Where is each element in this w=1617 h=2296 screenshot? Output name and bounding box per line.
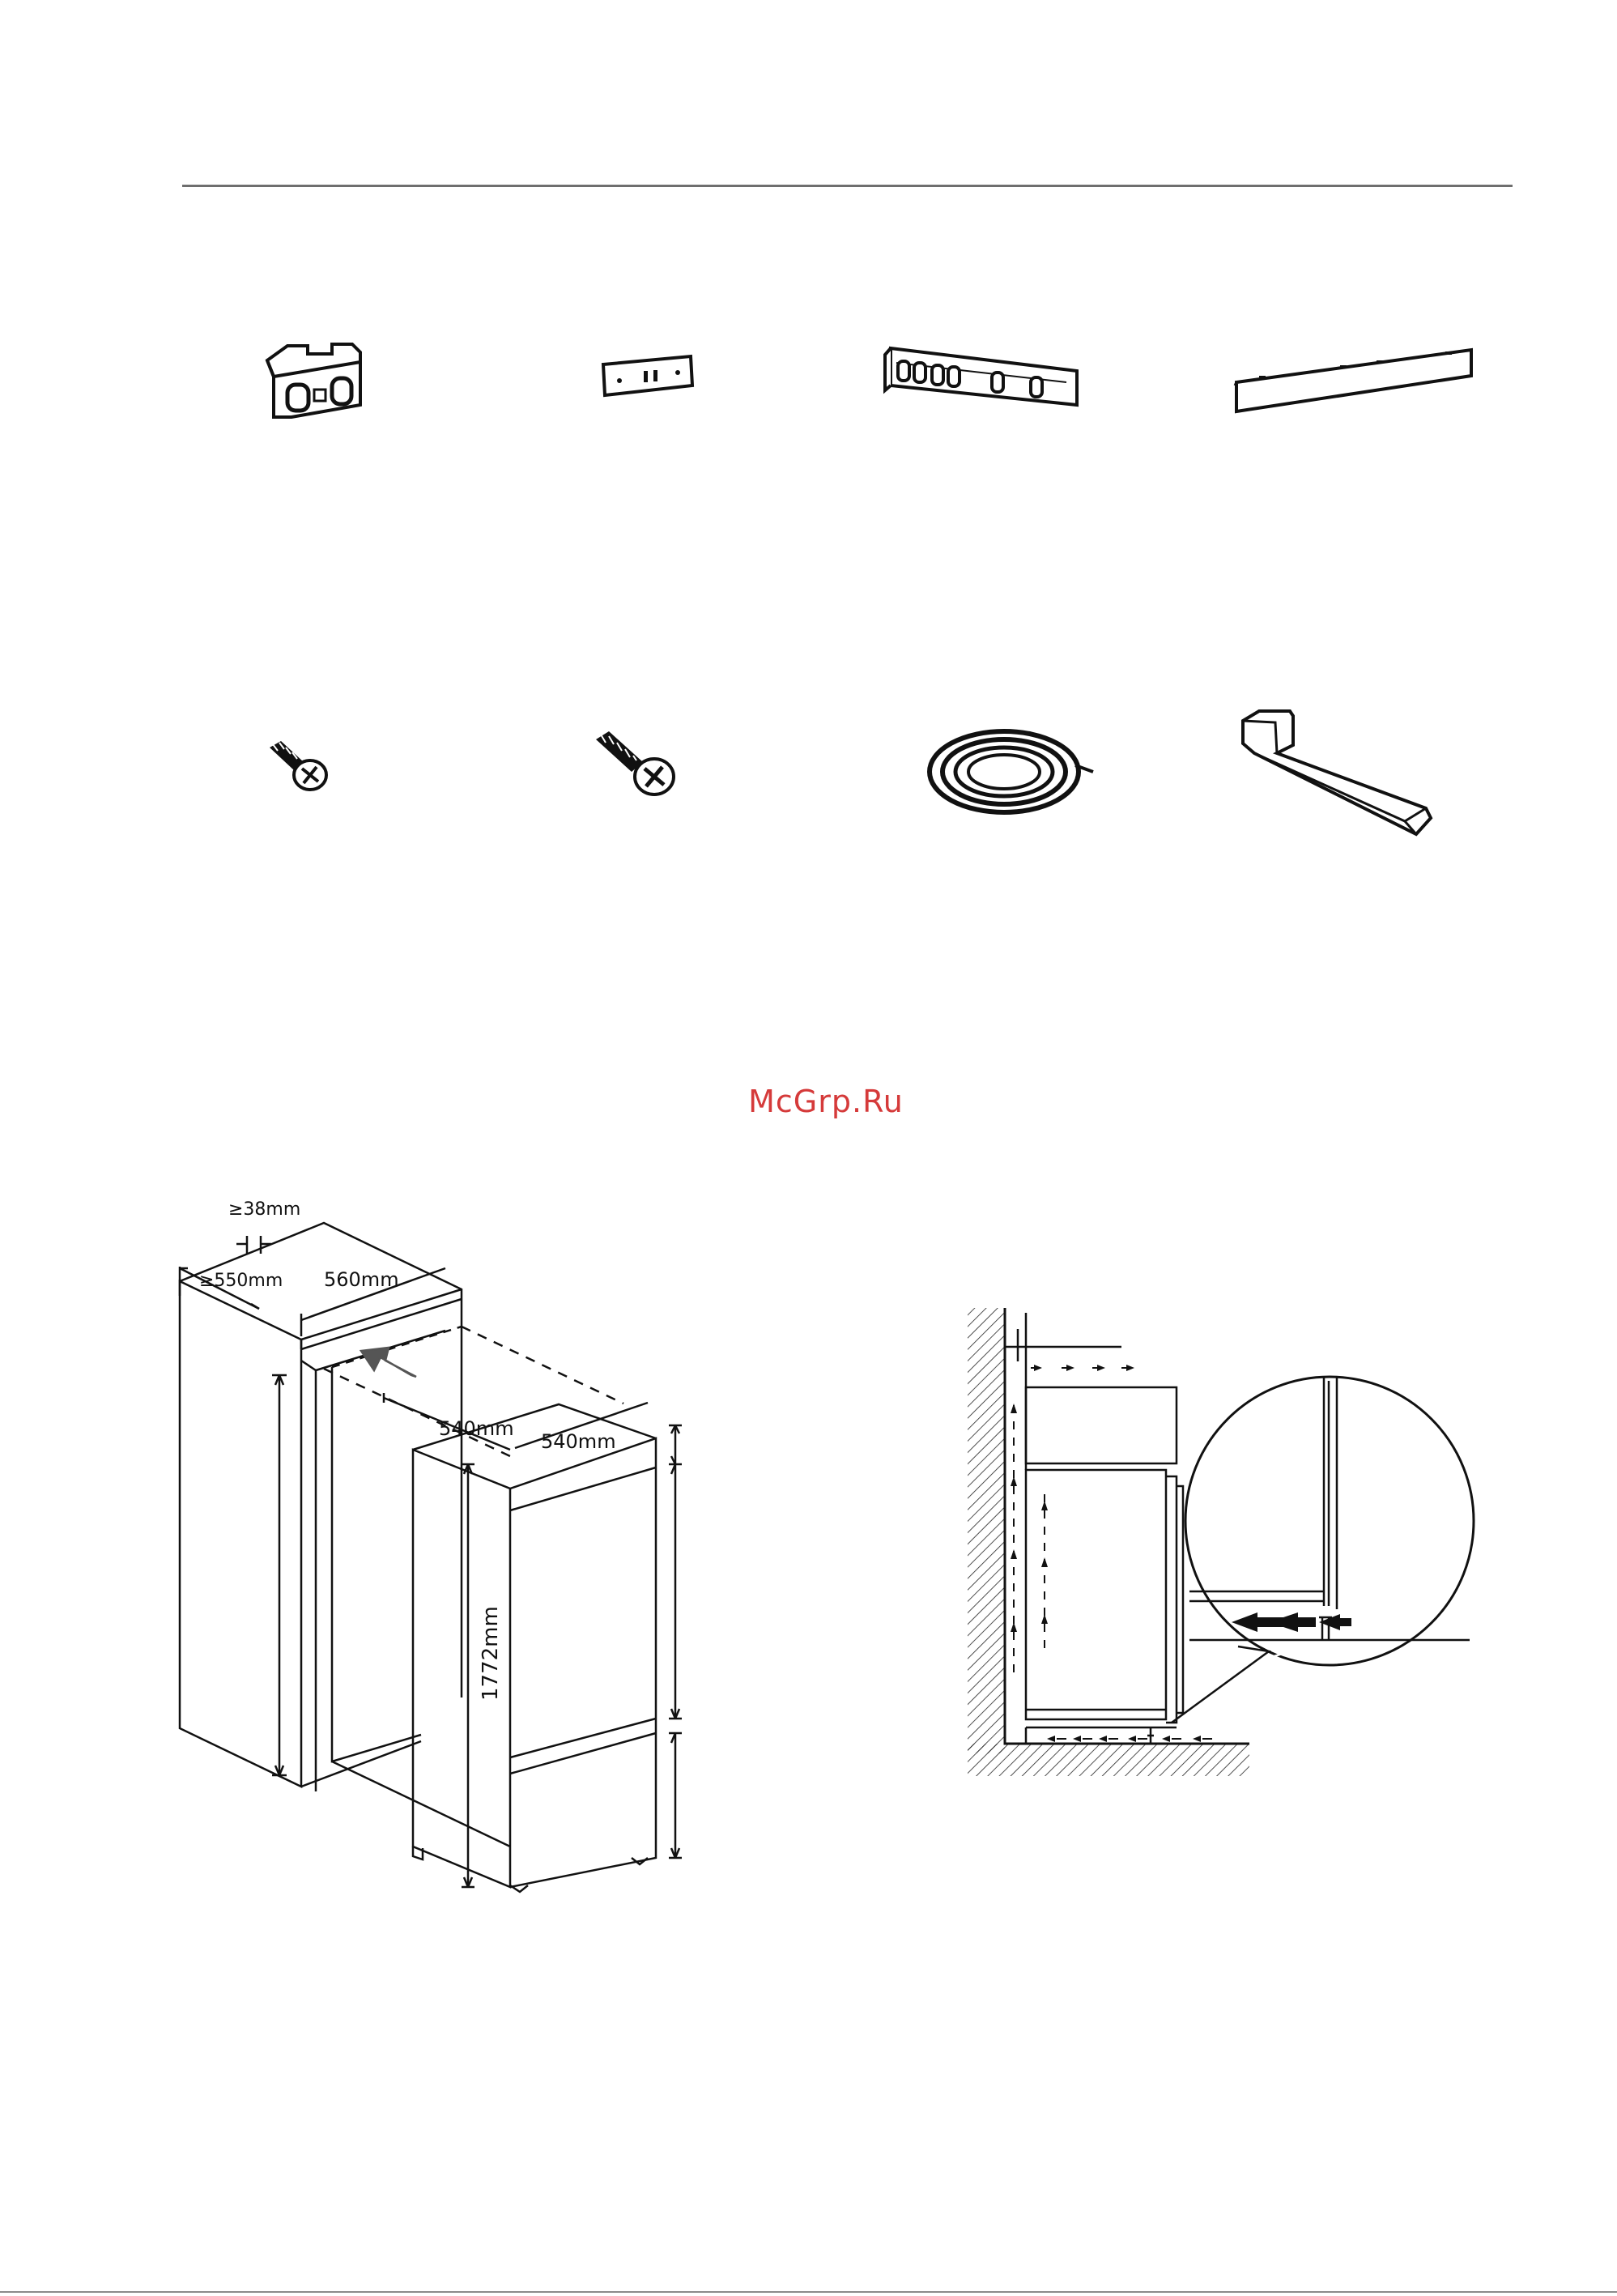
ventilation-airflow-diagram [960, 1300, 1494, 1790]
short-screw-icon [263, 733, 336, 794]
niche-depth-label: ≥550mm [199, 1271, 283, 1291]
long-screw-icon [589, 725, 683, 802]
unit-height-label: 1772mm [479, 1606, 503, 1701]
long-strip-icon [1227, 340, 1478, 421]
niche-width-label: 560mm [324, 1268, 399, 1291]
unit-width-label: 540mm [541, 1430, 616, 1453]
bottom-divider [0, 2291, 1617, 2293]
niche-installation-diagram: ≥38mm ≥550mm 560mm 540mm 540mm 1772mm [170, 1191, 721, 1903]
sealing-tape-roll-icon [923, 725, 1097, 818]
angle-bracket-icon [1219, 705, 1437, 838]
small-plate-icon [595, 348, 700, 409]
top-divider [182, 185, 1513, 187]
slotted-rail-icon [879, 339, 1081, 420]
watermark-text: McGrp.Ru [729, 1084, 923, 1119]
unit-depth-label: 540mm [439, 1417, 514, 1440]
gap-dimension-label: ≥38mm [228, 1199, 300, 1220]
hinge-bracket-icon [243, 328, 381, 433]
